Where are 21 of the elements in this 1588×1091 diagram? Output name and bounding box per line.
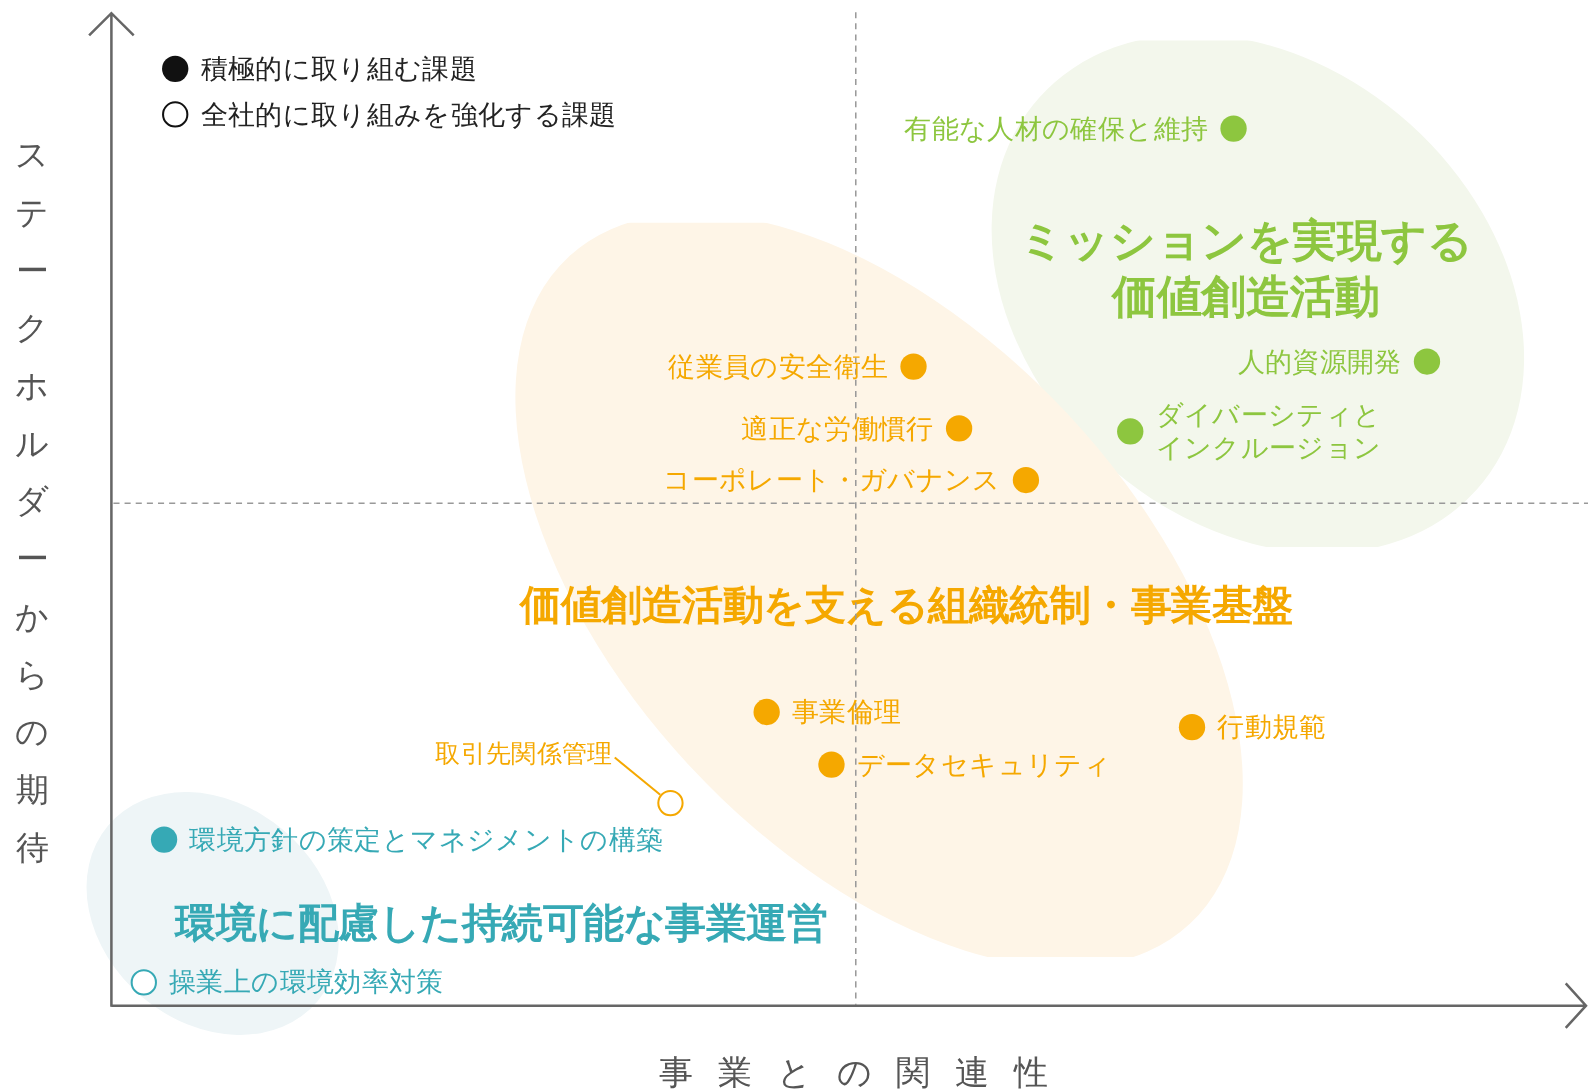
item-label: 操業上の環境効率対策 [169,965,444,1000]
axis-label: ステークホルダーからの期待 [14,133,51,869]
open-circle-marker [657,789,684,817]
item-label: 適正な労働慣行 [741,411,934,446]
cluster-title: 価値創造活動を支える組織統制・事業基盤 [518,580,1294,630]
cluster-title: ミッションを実現する価値創造活動 [1017,213,1474,325]
item-label: 事業倫理 [792,694,902,730]
item-label: 従業員の安全衛生 [668,349,889,384]
item-label: 取引先関係管理 [410,736,613,771]
cluster-title: 環境に配慮した持続可能な事業運営 [175,898,828,948]
item-label: 行動規範 [1217,709,1327,745]
item-label: 人的資源開発 [1237,344,1402,379]
item-label: 環境方針の策定とマネジメントの構築 [189,822,664,857]
item-label: 有能な人材の確保と維持 [904,111,1209,146]
legend-label: 全社的に取り組みを強化する課題 [200,97,617,132]
item-label: データセキュリティ [856,747,1111,782]
legend-label: 積極的に取り組む課題 [200,51,477,87]
axis-label: 事業との関連性 [658,1050,1074,1091]
item-label: ダイバーシティとインクルージョン [1155,399,1383,464]
item-label: コーポレート・ガバナンス [663,462,1001,498]
leader-line [614,756,661,796]
